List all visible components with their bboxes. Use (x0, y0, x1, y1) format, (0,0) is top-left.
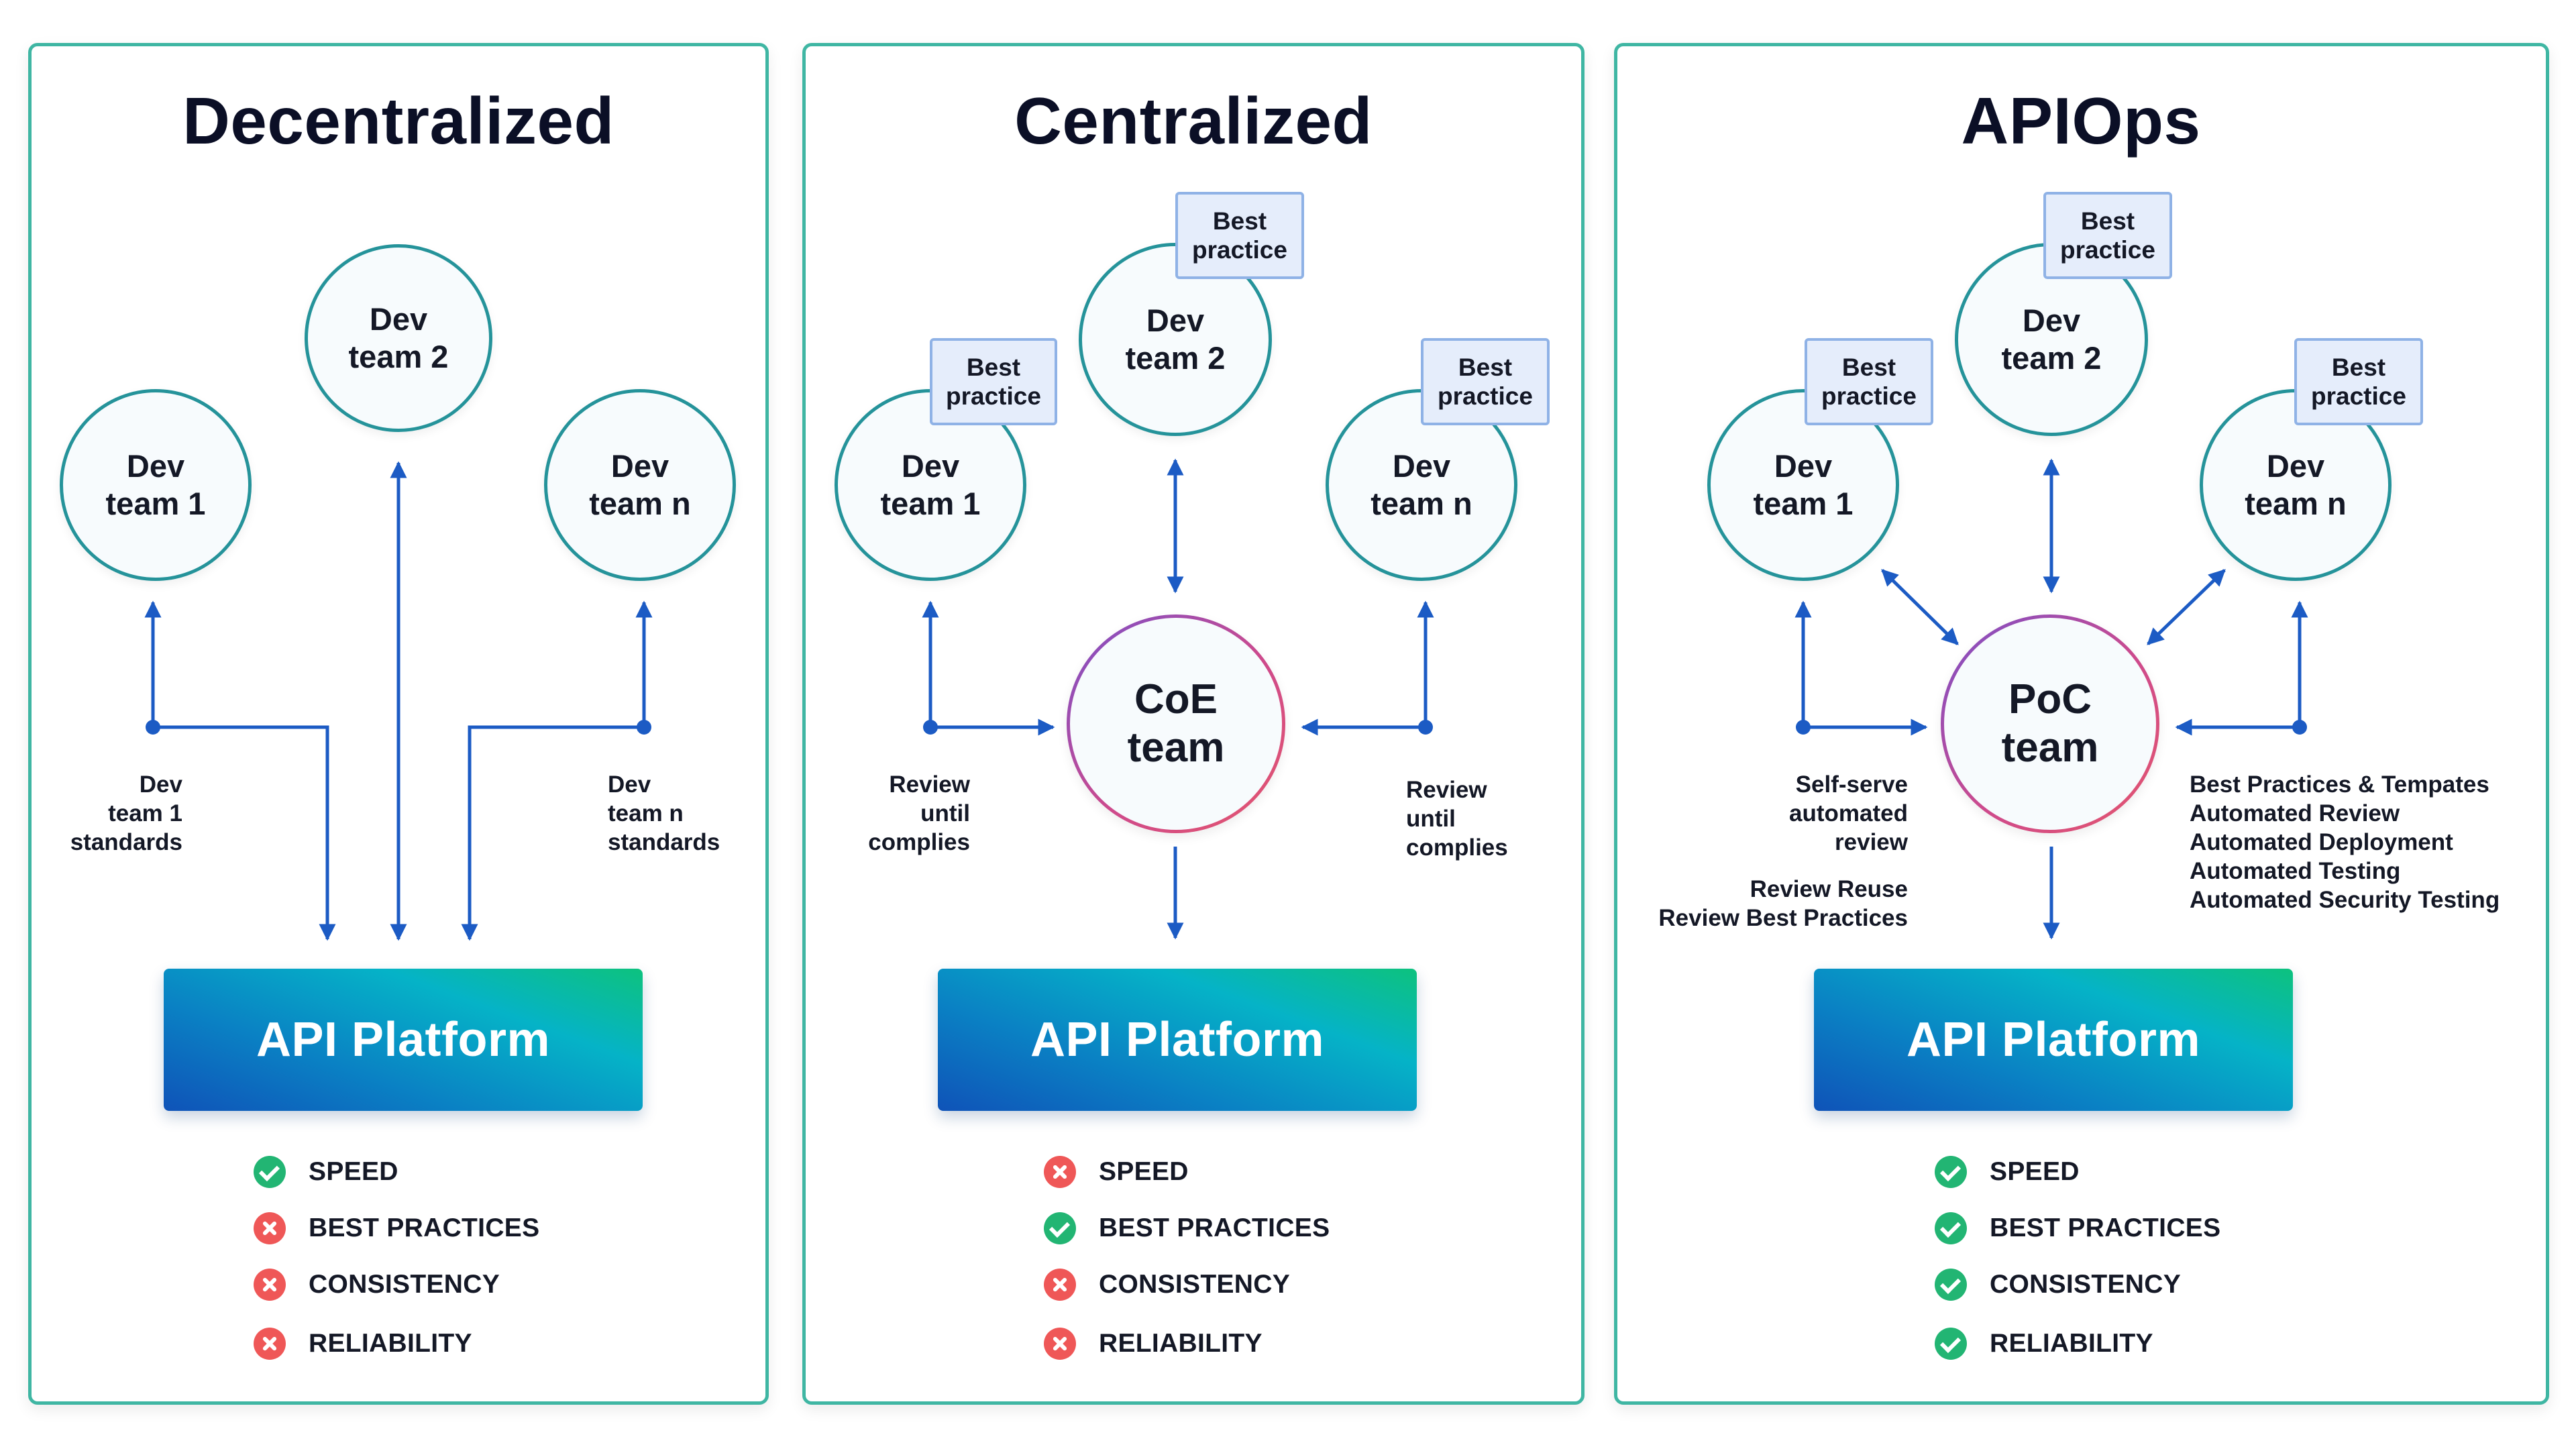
panel-title: Decentralized (182, 84, 614, 158)
metric-best-practices: BEST PRACTICES (254, 1212, 539, 1245)
team-standards-note: Dev team 1 standards (70, 771, 182, 855)
metric-speed: SPEED (254, 1155, 398, 1189)
tag-label: Best practice (946, 354, 1041, 410)
metric-speed: SPEED (1935, 1155, 2080, 1189)
tag-label: Best practice (2060, 207, 2155, 264)
metric-label: CONSISTENCY (1990, 1270, 2182, 1299)
metric-reliability: RELIABILITY (254, 1327, 472, 1360)
cross-icon (1044, 1269, 1076, 1301)
node-label: Dev team 1 (1753, 448, 1854, 521)
team-standards-note: Dev team n standards (608, 771, 720, 855)
check-icon (1044, 1212, 1076, 1244)
poc-team-hub: PoC team (1941, 614, 2159, 833)
metric-label: SPEED (1990, 1157, 2080, 1186)
metric-label: SPEED (1099, 1157, 1189, 1186)
check-icon (254, 1156, 286, 1188)
api-platform-block: API Platform (1814, 969, 2293, 1111)
metric-label: CONSISTENCY (1099, 1270, 1291, 1299)
metric-label: RELIABILITY (1990, 1329, 2153, 1358)
hub-label: CoE team (1127, 676, 1225, 771)
metric-label: CONSISTENCY (309, 1270, 500, 1299)
dev-team-n-node: Dev team n (544, 389, 736, 581)
api-platform-block: API Platform (938, 969, 1417, 1111)
metric-best-practices: BEST PRACTICES (1935, 1212, 2220, 1245)
cross-icon (254, 1328, 286, 1360)
cross-icon (1044, 1328, 1076, 1360)
api-platform-block: API Platform (164, 969, 643, 1111)
platform-label: API Platform (1030, 1013, 1325, 1067)
metric-label: BEST PRACTICES (1990, 1214, 2221, 1242)
metric-consistency: CONSISTENCY (254, 1268, 500, 1301)
node-label: Dev team n (2245, 448, 2347, 521)
node-label: Dev team 1 (105, 448, 206, 521)
best-practice-tag: Best practice (1175, 192, 1304, 279)
cross-icon (254, 1269, 286, 1301)
check-icon (1935, 1212, 1967, 1244)
platform-label: API Platform (1906, 1013, 2201, 1067)
best-practice-tag: Best practice (1421, 338, 1550, 425)
metric-label: SPEED (309, 1157, 398, 1186)
automation-note: Best Practices & Tempates Automated Revi… (2190, 771, 2500, 913)
metric-best-practices: BEST PRACTICES (1044, 1212, 1330, 1245)
check-icon (1935, 1156, 1967, 1188)
dev-team-1-node: Dev team 1 (60, 389, 252, 581)
node-label: Dev team n (1371, 448, 1472, 521)
tag-label: Best practice (1438, 354, 1533, 410)
coe-team-hub: CoE team (1067, 614, 1285, 833)
cross-icon (254, 1212, 286, 1244)
node-label: Dev team 2 (2001, 303, 2102, 376)
panel-title: Centralized (1014, 84, 1373, 158)
check-icon (1935, 1328, 1967, 1360)
metric-label: BEST PRACTICES (1099, 1214, 1330, 1242)
review-reuse-note: Review Reuse Review Best Practices (1658, 876, 1908, 931)
node-label: Dev team 2 (1125, 303, 1226, 376)
metric-label: BEST PRACTICES (309, 1214, 540, 1242)
node-label: Dev team n (589, 448, 691, 521)
self-serve-note: Self-serve automated review (1789, 771, 1908, 855)
cross-icon (1044, 1156, 1076, 1188)
best-practice-tag: Best practice (2294, 338, 2423, 425)
panel-title: APIOps (1961, 84, 2201, 158)
dev-team-2-node: Dev team 2 (305, 244, 492, 432)
metric-consistency: CONSISTENCY (1935, 1268, 2181, 1301)
node-label: Dev team 2 (348, 301, 449, 374)
tag-label: Best practice (2311, 354, 2406, 410)
metric-speed: SPEED (1044, 1155, 1189, 1189)
node-label: Dev team 1 (880, 448, 981, 521)
metric-consistency: CONSISTENCY (1044, 1268, 1290, 1301)
review-note: Review until complies (868, 771, 970, 855)
hub-label: PoC team (2001, 676, 2099, 771)
review-note: Review until complies (1406, 777, 1508, 861)
best-practice-tag: Best practice (930, 338, 1057, 425)
metric-reliability: RELIABILITY (1044, 1327, 1263, 1360)
metric-reliability: RELIABILITY (1935, 1327, 2153, 1360)
check-icon (1935, 1269, 1967, 1301)
best-practice-tag: Best practice (2043, 192, 2172, 279)
best-practice-tag: Best practice (1805, 338, 1933, 425)
tag-label: Best practice (1192, 207, 1287, 264)
platform-label: API Platform (256, 1013, 551, 1067)
metric-label: RELIABILITY (309, 1329, 472, 1358)
metric-label: RELIABILITY (1099, 1329, 1263, 1358)
tag-label: Best practice (1821, 354, 1917, 410)
